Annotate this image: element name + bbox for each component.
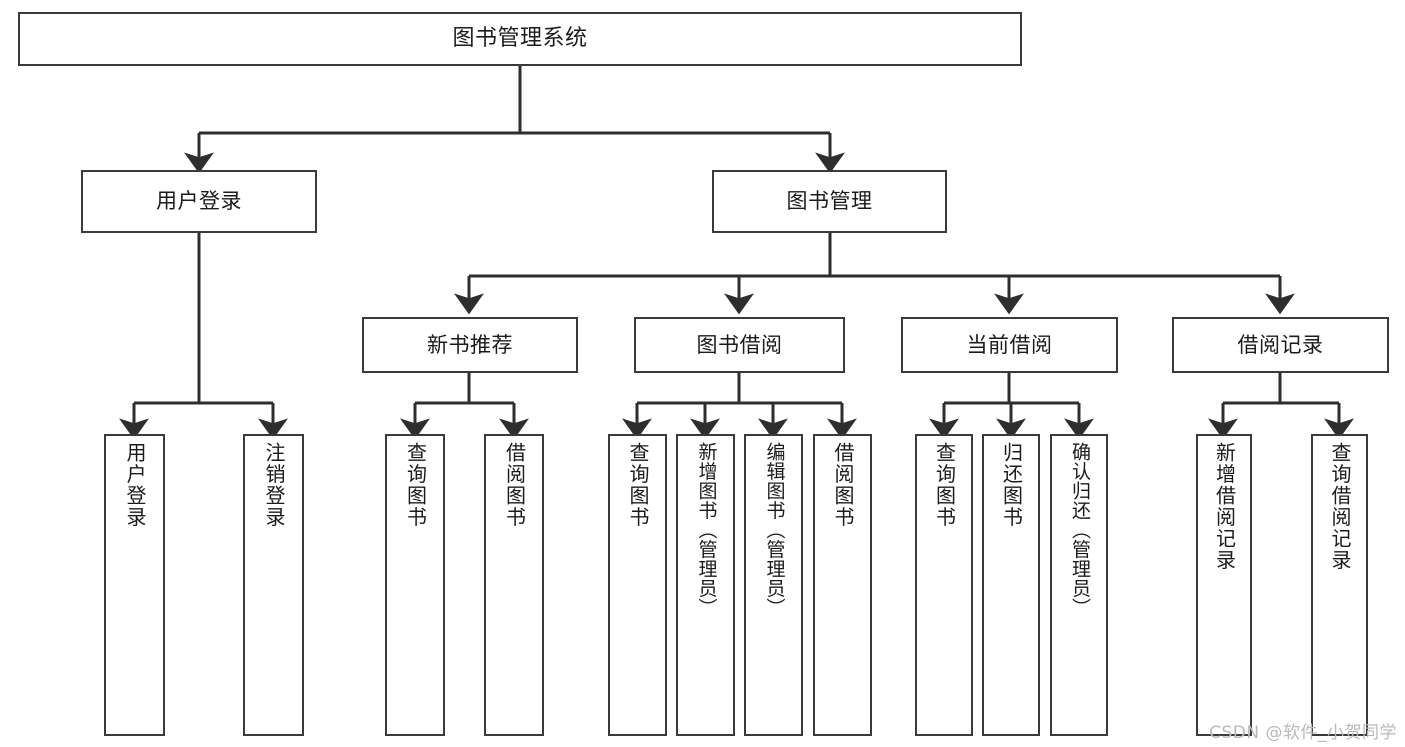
node-user-login-label: 用户登录: [156, 189, 242, 214]
node-leaf-edit-book-admin[interactable]: 编辑图书（管理员）: [744, 434, 803, 736]
node-leaf-confirm-return-admin[interactable]: 确认归还（管理员）: [1050, 434, 1108, 736]
node-leaf-query-book-2[interactable]: 查询图书: [608, 434, 667, 736]
node-leaf-return-book[interactable]: 归还图书: [982, 434, 1040, 736]
node-user-login[interactable]: 用户登录: [81, 170, 317, 233]
node-leaf-add-borrow-record-label: 新增借阅记录: [1212, 442, 1237, 571]
node-borrow-record-label: 借阅记录: [1237, 332, 1324, 357]
node-leaf-query-book-1-label: 查询图书: [403, 442, 428, 528]
node-leaf-borrow-book-1[interactable]: 借阅图书: [484, 434, 544, 736]
node-leaf-query-book-1[interactable]: 查询图书: [385, 434, 445, 736]
node-current-borrow-label: 当前借阅: [966, 332, 1053, 357]
node-book-borrow[interactable]: 图书借阅: [634, 317, 845, 373]
node-leaf-query-borrow-record[interactable]: 查询借阅记录: [1311, 434, 1368, 736]
node-leaf-add-book-admin[interactable]: 新增图书（管理员）: [676, 434, 735, 736]
node-leaf-logout-login[interactable]: 注销登录: [243, 434, 304, 736]
node-book-borrow-label: 图书借阅: [696, 332, 783, 357]
node-leaf-query-book-3[interactable]: 查询图书: [915, 434, 973, 736]
node-leaf-return-book-label: 归还图书: [999, 442, 1024, 528]
node-leaf-add-book-admin-label: 新增图书（管理员）: [695, 442, 718, 618]
node-leaf-query-book-2-label: 查询图书: [626, 442, 650, 528]
node-leaf-user-login-label: 用户登录: [123, 442, 147, 528]
node-leaf-edit-book-admin-label: 编辑图书（管理员）: [763, 442, 786, 618]
node-new-book-recommend-label: 新书推荐: [427, 332, 513, 357]
watermark-text: CSDN @软件_小贺同学: [1209, 723, 1397, 743]
node-book-manage[interactable]: 图书管理: [712, 170, 947, 233]
node-leaf-borrow-book-2-label: 借阅图书: [831, 442, 855, 528]
node-leaf-logout-login-label: 注销登录: [262, 442, 286, 528]
node-leaf-user-login[interactable]: 用户登录: [104, 434, 165, 736]
node-leaf-query-borrow-record-label: 查询借阅记录: [1328, 442, 1352, 571]
node-root-system-label: 图书管理系统: [452, 26, 588, 52]
node-leaf-query-book-3-label: 查询图书: [932, 442, 957, 528]
node-leaf-add-borrow-record[interactable]: 新增借阅记录: [1196, 434, 1252, 736]
node-new-book-recommend[interactable]: 新书推荐: [362, 317, 578, 373]
node-leaf-borrow-book-1-label: 借阅图书: [502, 442, 527, 528]
node-root-system[interactable]: 图书管理系统: [18, 12, 1022, 66]
node-leaf-borrow-book-2[interactable]: 借阅图书: [813, 434, 872, 736]
node-leaf-confirm-return-admin-label: 确认归还（管理员）: [1068, 442, 1091, 618]
node-current-borrow[interactable]: 当前借阅: [901, 317, 1118, 373]
node-borrow-record[interactable]: 借阅记录: [1172, 317, 1389, 373]
node-book-manage-label: 图书管理: [786, 189, 873, 214]
